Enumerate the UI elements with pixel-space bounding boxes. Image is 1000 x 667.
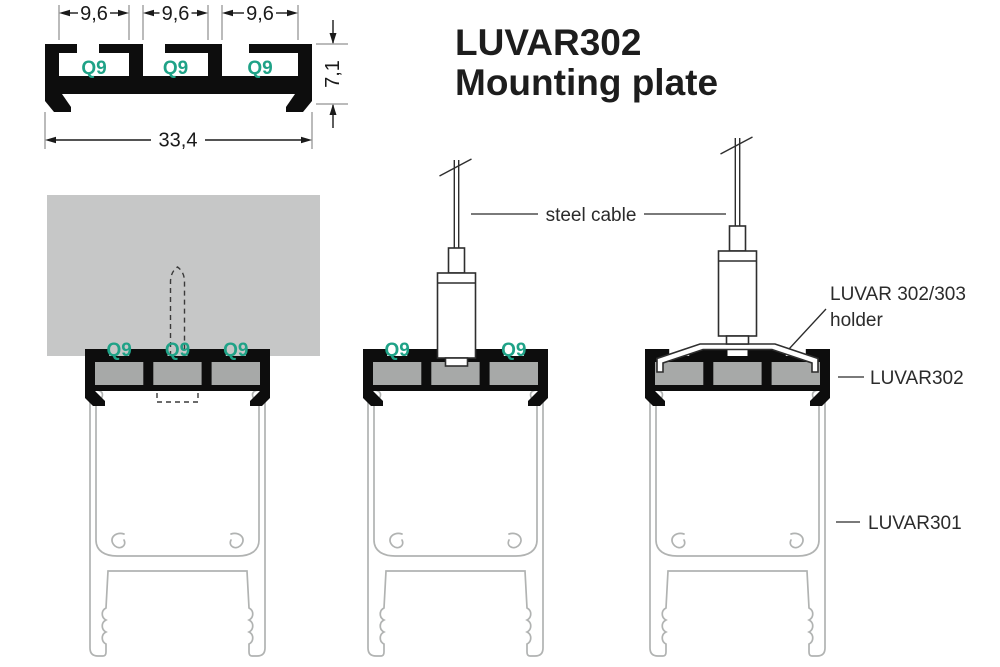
- screw-dashed-outline: [169, 266, 186, 356]
- cable-gripper: [436, 158, 477, 367]
- annotation-luvar301: LUVAR301: [836, 513, 962, 534]
- drawing-title: LUVAR302 Mounting plate: [455, 22, 718, 103]
- title-line-2: Mounting plate: [455, 62, 718, 103]
- steel-cable-label: steel cable: [546, 205, 637, 226]
- dim-slot-width-3: 9,6: [222, 3, 298, 25]
- luvar301-label: LUVAR301: [868, 513, 962, 534]
- screw-head-dashed-outline: [156, 393, 199, 403]
- cable-mount-view: Q9 Q9: [363, 158, 548, 657]
- dim-value: 9,6: [80, 3, 108, 25]
- luvar301-profile: [89, 389, 266, 657]
- title-line-1: LUVAR302: [455, 22, 641, 63]
- dim-slot-width-1: 9,6: [59, 3, 129, 25]
- luvar301-profile: [367, 389, 544, 657]
- dimension-extension-lines: [44, 5, 348, 149]
- q9-slot-label: Q9: [163, 58, 188, 79]
- luvar-302-303-holder: [656, 343, 819, 373]
- annotation-steel-cable: steel cable: [471, 205, 726, 226]
- dim-value: 33,4: [159, 130, 198, 152]
- q9-slot-label: Q9: [501, 340, 526, 361]
- dim-height: 7,1: [322, 20, 344, 128]
- holder-mount-view: [645, 136, 830, 657]
- holder-label-line-1: LUVAR 302/303: [830, 284, 966, 305]
- q9-slot-label: Q9: [165, 340, 190, 361]
- dim-value: 9,6: [162, 3, 190, 25]
- dim-value: 7,1: [322, 60, 344, 88]
- dim-total-width: 33,4: [45, 130, 312, 152]
- q9-slot-label: Q9: [247, 58, 272, 79]
- holder-label-line-2: holder: [830, 310, 883, 331]
- annotation-holder: LUVAR 302/303 holder: [788, 284, 966, 350]
- annotation-luvar302: LUVAR302: [838, 368, 964, 389]
- q9-slot-label: Q9: [81, 58, 106, 79]
- ceiling-mount-view: Q9 Q9 Q9: [47, 195, 320, 657]
- cross-section-view: Q9 Q9 Q9 9,6 9,6: [44, 3, 348, 152]
- q9-slot-label: Q9: [223, 340, 248, 361]
- luvar301-profile: [649, 389, 826, 657]
- mounting-plate-cross-section: [45, 44, 312, 112]
- q9-slot-label: Q9: [385, 340, 410, 361]
- luvar302-label: LUVAR302: [870, 368, 964, 389]
- q9-slot-label: Q9: [107, 340, 132, 361]
- dim-value: 9,6: [246, 3, 274, 25]
- dim-slot-width-2: 9,6: [143, 3, 208, 25]
- cable-gripper: [717, 136, 758, 345]
